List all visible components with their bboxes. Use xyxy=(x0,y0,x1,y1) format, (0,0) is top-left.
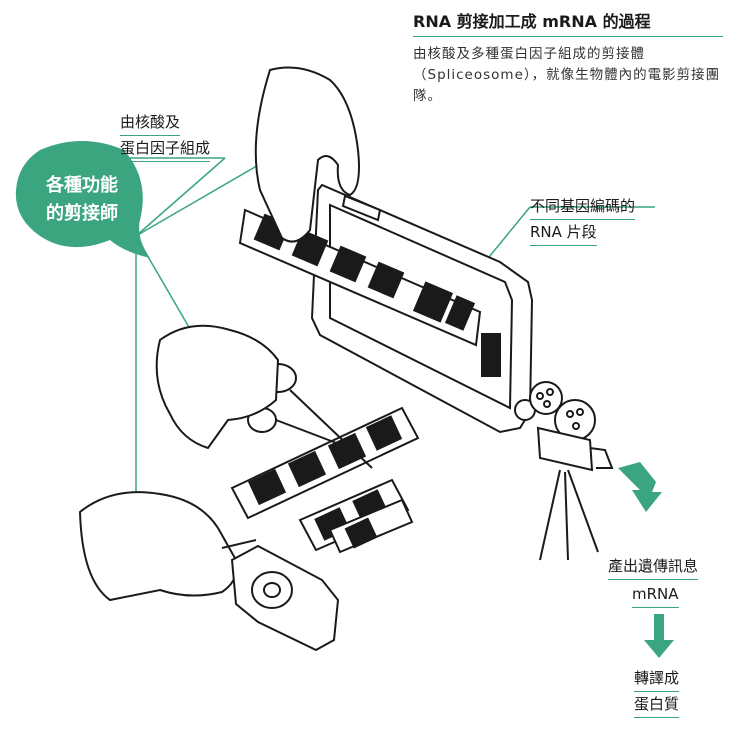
bubble-line-1: 各種功能 xyxy=(46,175,118,196)
label-nucleic-protein-1: 由核酸及 xyxy=(120,112,181,136)
hands xyxy=(78,66,360,602)
film-strip-top xyxy=(238,208,482,347)
bubble-label: 各種功能 的剪接師 xyxy=(18,172,146,228)
diagram-title: RNA 剪接加工成 mRNA 的過程 xyxy=(413,8,723,37)
label-gene-segment-1: 不同基因編碼的 xyxy=(530,196,636,220)
label-nucleic-protein-2: 蛋白因子組成 xyxy=(120,138,211,162)
label-translate-1: 轉譯成 xyxy=(634,668,680,692)
arrow-down-icon xyxy=(618,462,662,512)
label-translate-2: 蛋白質 xyxy=(634,694,680,718)
label-gene-segment-2: RNA 片段 xyxy=(530,222,597,246)
bubble-line-2: 的剪接師 xyxy=(46,203,118,224)
diagram-description: 由核酸及多種蛋白因子組成的剪接體（Spliceosome），就像生物體內的電影剪… xyxy=(413,46,721,104)
arrow-down-icon xyxy=(644,614,674,658)
label-output-2: mRNA xyxy=(632,584,679,608)
speech-bubble xyxy=(15,141,150,258)
label-output-1: 產出遺傳訊息 xyxy=(608,556,699,580)
tape-dispenser xyxy=(221,539,340,652)
cut-film-strips xyxy=(230,406,420,554)
